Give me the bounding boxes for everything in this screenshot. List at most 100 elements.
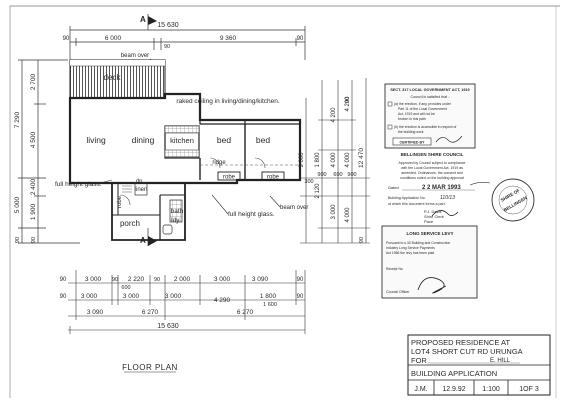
dim-row1-small: 600 [121, 285, 130, 291]
stamp-lga-act: SECT. 317 LOCAL GOVERNMENT ACT, 1919 Cou… [384, 83, 476, 149]
stamp-levy-line3: Act 1986 the levy has been paid [386, 251, 434, 255]
dim-row2-2: 3 000 [123, 293, 140, 300]
dim-mid-a-1: 2 120 [315, 183, 321, 199]
full-height-glass-left: full height glass. [55, 181, 102, 188]
dim-mid-c-1: 4 200 [345, 96, 351, 112]
room-robe-left: robe [117, 195, 123, 208]
stamp-council-title: BELLINGEN SHIRE COUNCIL [401, 152, 464, 157]
dim-row3-0: 3 090 [87, 309, 104, 316]
top-dimensions [69, 26, 306, 60]
dim-row1-4: 90 [154, 277, 160, 283]
stamp-council-app-label: Building Application No. [388, 196, 426, 200]
dim-mid-b-4: 4 000 [345, 207, 351, 223]
room-bed-2: bed [256, 135, 270, 145]
dim-row1-3: 2 220 [128, 276, 145, 283]
dim-mid-b-3: 4 000 [345, 152, 351, 168]
dim-left-2: 4 500 [30, 131, 37, 148]
dim-mid-d-0: 900 [317, 172, 326, 178]
dim-row2-1: 3 000 [81, 293, 98, 300]
stamp-lga-line2b: Part 11 of the Local Government [398, 107, 447, 111]
dim-top-main: 9 360 [220, 35, 237, 42]
ridge-label: ridge [212, 160, 226, 166]
stamp-lga-line2c: Act, 1919 and will not be [398, 112, 435, 116]
stamp-lga-title: SECT. 317 LOCAL GOVERNMENT ACT, 1919 [390, 88, 469, 92]
stamp-council-sign2: Shire Clerk [424, 214, 444, 219]
dim-mid-b-1: 4 000 [331, 152, 337, 168]
title-drawn: J.M. [414, 386, 427, 393]
dim-row1-0: 90 [60, 277, 67, 283]
bath-fixture [169, 199, 183, 223]
dim-mid-c-3: 90 [359, 237, 365, 243]
dim-mid-c-2: 12 470 [358, 148, 365, 168]
stamp-council-line1: Approved by Council subject to complianc… [399, 161, 466, 165]
stamp-council-dated-label: Dated [388, 185, 399, 190]
stamp-levy-signature [417, 277, 447, 294]
title-date: 12.9.92 [442, 386, 465, 393]
floor-plan-label: FLOOR PLAN [122, 363, 178, 372]
stamp-council-line3: amended. Ordinances, the consent and [401, 171, 462, 175]
dim-row1-5: 2 000 [174, 276, 191, 283]
room-bath: bath [171, 208, 184, 215]
room-dining: dining [132, 135, 155, 145]
stamp-council-signature [431, 210, 459, 217]
dim-mid-a-2: 9 000 [299, 152, 305, 168]
stamp-levy-line1: Pursuant to s.33 Building and Constructi… [386, 241, 450, 245]
dim-top-left-margin: 90 [63, 36, 70, 42]
robe-1-outline [217, 171, 241, 181]
room-ldy: ldy. [171, 217, 181, 224]
dim-row2-4: 4 290 [214, 297, 231, 304]
dim-row1-1: 3 000 [85, 276, 102, 283]
room-porch: porch [120, 219, 140, 228]
dim-top-deck: 6 000 [105, 35, 122, 42]
dim-row2-5: 1 800 [260, 293, 277, 300]
title-sheet: 1OF 3 [519, 386, 539, 393]
stamp-council-dated-value: 2 2 MAR 1993 [422, 185, 461, 191]
stamp-council-sign1: P.J. Davis [424, 209, 442, 214]
floor-plan: deck living dining kitchen bed bed robe … [55, 59, 308, 241]
sheet-border [9, 5, 560, 398]
stamp-lga-line3a: (b) the erection is accessible in respec… [394, 125, 456, 129]
stamp-lga-line2a: (a) the erection, if any, provides under [394, 102, 452, 106]
dim-top-sub: 90 [164, 44, 170, 50]
dim-row1-6: 3 000 [214, 276, 231, 283]
full-height-glass-right: full height glass. [228, 211, 275, 218]
title-app: BUILDING APPLICATION [411, 369, 497, 378]
room-deck: deck [104, 73, 122, 82]
dim-mid-c-0: 90 [345, 97, 351, 103]
title-line2: LOT4 SHORT CUT RD URUNGA [411, 347, 523, 356]
stamp-council-line5: of which this document forms a part. [388, 202, 446, 206]
outer-walls [68, 92, 302, 185]
section-marker-top: A [140, 14, 157, 30]
shire-seal: SHIRE OF BELLINGEN [469, 178, 535, 222]
dim-mid-d-2: 900 [347, 172, 356, 178]
stamp-council-line4: conditions noted on the building approva… [400, 176, 464, 180]
room-living: living [86, 135, 106, 145]
room-kitchen: kitchen [170, 136, 194, 145]
stamp-levy-line5: Council Officer [386, 290, 410, 294]
dim-left-3: 2 400 [30, 178, 37, 195]
dim-bottom-total: 15 630 [157, 323, 179, 330]
dim-left-0: 2 700 [30, 73, 37, 90]
porch-area [111, 214, 161, 241]
section-marker-bottom: A [140, 228, 157, 246]
dim-row1-7: 3 090 [252, 276, 269, 283]
stamp-levy-line2: Industry Long Service Payments [386, 246, 435, 250]
dim-left-4: 5 000 [14, 196, 21, 213]
stamp-lga-line1: Council is satisfied that - [411, 95, 451, 99]
beam-over-top-label: beam over [121, 53, 149, 59]
dim-mid-d-1: 600 [333, 172, 342, 178]
stamp-council-app-value: 110/13 [440, 195, 455, 201]
dim-row1-2: 90 [112, 277, 118, 283]
room-linen: linen [135, 187, 148, 193]
room-robe-1: robe [223, 175, 236, 181]
dim-left-5: 1 900 [30, 203, 37, 220]
dim-mid-d-3: 300 [304, 179, 313, 185]
dim-left-7: 90 [31, 237, 37, 243]
dim-row3-2: 6 270 [237, 309, 254, 316]
title-for-value: E. HILL [490, 358, 511, 364]
dim-mid-b-0: 4 200 [331, 107, 337, 123]
left-dimensions [18, 59, 80, 244]
title-for-label: FOR [411, 356, 427, 365]
dim-row2-0: 90 [60, 294, 67, 300]
